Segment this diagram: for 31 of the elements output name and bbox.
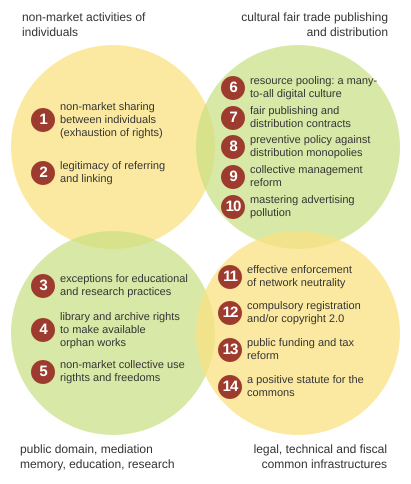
- item-description: legitimacy of referring and linking: [60, 160, 166, 186]
- number-badge: 11: [218, 265, 242, 289]
- number-badge: 10: [221, 195, 245, 219]
- number-badge: 1: [31, 108, 55, 132]
- number-badge: 5: [31, 360, 55, 384]
- item-description: non-market sharing between individuals (exhaustion of rights): [60, 100, 164, 140]
- circle-heading: cultural fair trade publishing and distribution: [240, 10, 388, 40]
- number-badge: 3: [31, 274, 55, 298]
- number-badge: 2: [31, 161, 55, 185]
- number-badge: 13: [218, 338, 242, 362]
- circle-heading: public domain, mediation memory, education, research: [20, 442, 176, 472]
- number-badge: 9: [221, 165, 245, 189]
- number-badge: 14: [218, 375, 242, 399]
- item-description: library and archive rights to make available orphan works: [60, 310, 180, 350]
- circle-heading: non-market activities of individuals: [22, 10, 146, 40]
- item-description: compulsory registration and/or copyright 2.0: [247, 300, 362, 326]
- item-description: preventive policy against distribution monopolies: [250, 134, 372, 160]
- item-description: collective management reform: [250, 164, 364, 190]
- number-badge: 8: [221, 135, 245, 159]
- number-badge: 7: [221, 106, 245, 130]
- number-badge: 6: [221, 76, 245, 100]
- item-description: a positive statute for the commons: [247, 374, 365, 400]
- item-description: exceptions for educational and research practices: [60, 273, 189, 299]
- item-description: non-market collective use rigthts and freedoms: [60, 359, 186, 385]
- number-badge: 4: [31, 318, 55, 342]
- circle-heading: legal, technical and fiscal common infrastructures: [252, 442, 387, 472]
- item-description: public funding and tax reform: [247, 337, 356, 363]
- number-badge: 12: [218, 301, 242, 325]
- item-description: effective enforcement of network neutrality: [247, 264, 353, 290]
- item-description: resource pooling: a many- to-all digital culture: [250, 75, 378, 101]
- item-description: mastering advertising pollution: [250, 194, 356, 220]
